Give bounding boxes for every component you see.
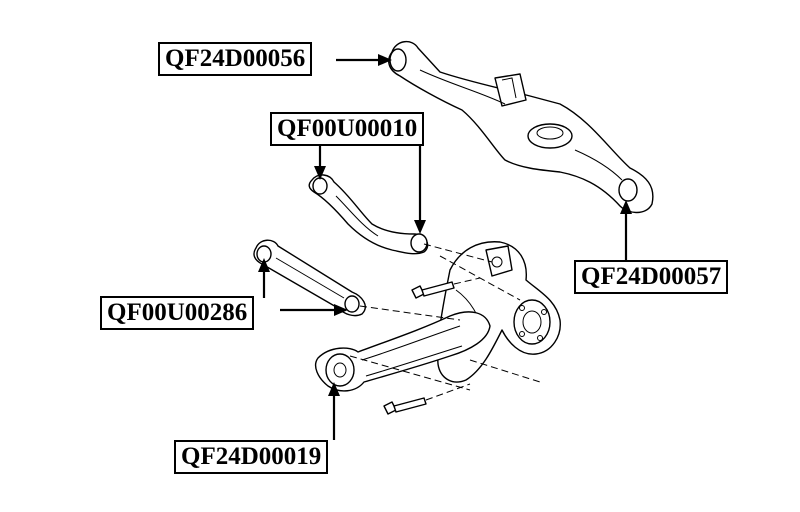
lateral-link-arm: [253, 239, 366, 317]
part-number-trailing-arm: QF24D00019: [174, 440, 329, 474]
part-number-toe-link: QF00U00010: [270, 112, 425, 146]
assembly-lines: [349, 243, 541, 401]
part-number-upper-arm: QF24D00056: [158, 42, 313, 76]
bolt-lower: [383, 397, 427, 415]
upper-control-arm: [388, 41, 654, 214]
trailing-arm: [314, 311, 491, 392]
toe-link-arm: [308, 174, 429, 255]
part-number-lateral-link: QF00U00286: [100, 296, 255, 330]
bolt-upper: [411, 281, 455, 299]
knuckle-hub: [436, 241, 561, 383]
leader-arrows: [258, 54, 632, 440]
part-number-upper-arm-rear: QF24D00057: [574, 260, 729, 294]
